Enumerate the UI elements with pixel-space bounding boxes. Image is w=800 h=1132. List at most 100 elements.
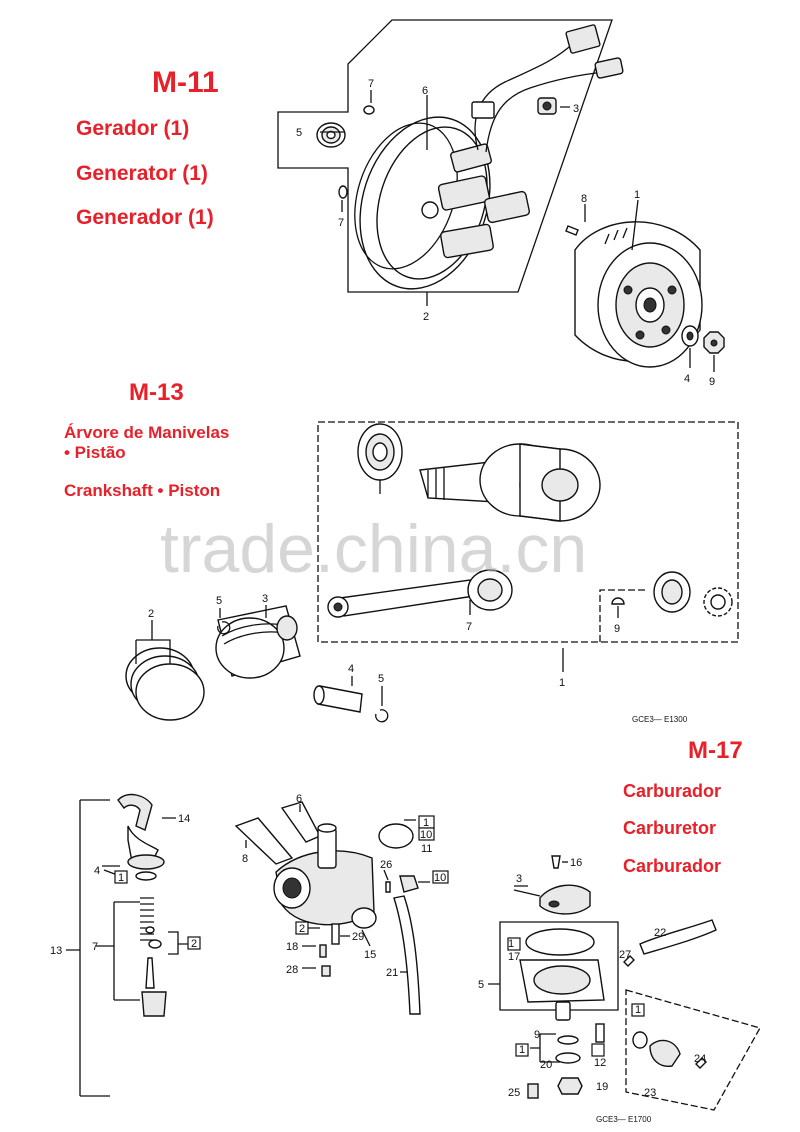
part-6-strip bbox=[280, 801, 321, 843]
part-10-plug bbox=[399, 875, 419, 893]
callout-22: 22 bbox=[654, 927, 666, 939]
part-7-o-ring bbox=[338, 185, 348, 199]
part-3-wire bbox=[513, 885, 541, 897]
part-7-spring bbox=[140, 897, 154, 941]
part-17-gasket bbox=[525, 928, 595, 956]
callout-27: 27 bbox=[619, 949, 631, 961]
callout-8: 8 bbox=[242, 853, 248, 865]
group-13-bracket bbox=[66, 799, 110, 1097]
m11-label-pt: Gerador (1) bbox=[76, 117, 189, 140]
callout-19: 19 bbox=[596, 1081, 608, 1093]
part-19-plug bbox=[557, 1077, 583, 1095]
group-box-10 bbox=[418, 827, 435, 841]
stator-coil bbox=[437, 175, 491, 211]
callout-5b: 5 bbox=[378, 673, 384, 685]
callout-2: 2 bbox=[299, 923, 305, 935]
callout-29: 29 bbox=[352, 931, 364, 943]
callout-1: 1 bbox=[519, 1044, 525, 1056]
m17-code: M-17 bbox=[688, 737, 743, 764]
callout-5: 5 bbox=[216, 595, 222, 607]
float-cup bbox=[141, 991, 167, 1017]
part-5-clip bbox=[217, 621, 231, 635]
connecting-rod bbox=[327, 569, 513, 618]
callout-21: 21 bbox=[386, 967, 398, 979]
wire-harness bbox=[474, 41, 576, 151]
crank-bearing-right bbox=[653, 571, 691, 613]
callout-7: 7 bbox=[92, 941, 98, 953]
part-12-screw bbox=[595, 1023, 605, 1043]
stator-coil bbox=[484, 190, 530, 224]
stator-assembly bbox=[354, 116, 530, 290]
part-4-piston-pin bbox=[313, 685, 363, 713]
m17-drawing-code: GCE3— E1700 bbox=[596, 1115, 652, 1124]
grommet bbox=[471, 101, 495, 119]
callout-4: 4 bbox=[348, 663, 354, 675]
section-m17: M-17 Carburador Carburetor Carburador 1 4… bbox=[50, 737, 761, 1124]
callout-4: 4 bbox=[684, 373, 690, 385]
part-26-clip bbox=[385, 881, 391, 893]
callout-24: 24 bbox=[694, 1053, 706, 1065]
part-21-tube bbox=[393, 895, 421, 1015]
m17-label-pt: Carburador bbox=[623, 781, 721, 801]
part-1-flywheel bbox=[574, 221, 703, 368]
m11-label-es: Generador (1) bbox=[76, 206, 214, 229]
m13-frame-notch bbox=[599, 589, 648, 642]
callout-9: 9 bbox=[709, 376, 715, 388]
connector-icon bbox=[565, 24, 601, 54]
m13-assembly-outline bbox=[317, 421, 739, 643]
callout-9: 9 bbox=[534, 1029, 540, 1041]
callout-26: 26 bbox=[380, 859, 392, 871]
callout-10b: 10 bbox=[434, 872, 446, 884]
callout-4: 4 bbox=[94, 865, 100, 877]
section-m13: M-13 Árvore de Manivelas • Pistão Cranks… bbox=[64, 379, 739, 724]
group-box-1 bbox=[591, 1043, 605, 1057]
timing-sprocket bbox=[703, 587, 733, 617]
stator-coil bbox=[440, 223, 494, 259]
group-box-2 bbox=[187, 936, 201, 950]
callout-1: 1 bbox=[635, 1004, 641, 1016]
callout-2: 2 bbox=[191, 938, 197, 950]
part-18-jet bbox=[319, 944, 327, 958]
pickup-coil bbox=[450, 143, 492, 173]
part-8-strip bbox=[234, 817, 294, 865]
group-box-1 bbox=[515, 1043, 529, 1057]
carburetor-body bbox=[234, 801, 377, 977]
callout-18: 18 bbox=[286, 941, 298, 953]
part-28-jet bbox=[321, 965, 331, 977]
part-5-clip bbox=[375, 709, 389, 723]
callout-6: 6 bbox=[422, 85, 428, 97]
callout-1: 1 bbox=[634, 189, 640, 201]
callout-3: 3 bbox=[573, 103, 579, 115]
part-7-o-ring bbox=[363, 105, 375, 115]
callout-13: 13 bbox=[50, 945, 62, 957]
callout-6: 6 bbox=[296, 793, 302, 805]
m17-label-en: Carburetor bbox=[623, 818, 716, 838]
part-27-clip bbox=[623, 955, 635, 967]
m11-assembly-outline bbox=[277, 19, 613, 293]
callout-20: 20 bbox=[540, 1059, 552, 1071]
part-5-bearing bbox=[316, 122, 346, 148]
m13-label-en: Crankshaft • Piston bbox=[64, 481, 220, 500]
callout-9: 9 bbox=[614, 623, 620, 635]
callout-10: 10 bbox=[420, 829, 432, 841]
m11-label-en: Generator (1) bbox=[76, 162, 208, 185]
m17-label-es: Carburador bbox=[623, 856, 721, 876]
group-5-bracket bbox=[488, 921, 619, 1011]
callout-8: 8 bbox=[581, 193, 587, 205]
group-box-1 bbox=[507, 937, 521, 951]
callout-28: 28 bbox=[286, 964, 298, 976]
callout-17: 17 bbox=[508, 951, 520, 963]
part-22-hose bbox=[639, 919, 717, 955]
callout-3: 3 bbox=[262, 593, 268, 605]
part-14-elbow bbox=[117, 793, 153, 831]
part-24-screw bbox=[695, 1057, 707, 1069]
group-box-1 bbox=[114, 870, 128, 884]
callout-16: 16 bbox=[570, 857, 582, 869]
m17-sub-outline bbox=[625, 989, 761, 1111]
callout-2: 2 bbox=[148, 608, 154, 620]
part-3-grommet bbox=[537, 97, 557, 115]
part-25-screw bbox=[527, 1083, 539, 1099]
crank-bearing bbox=[357, 423, 403, 481]
callout-7b: 7 bbox=[338, 217, 344, 229]
